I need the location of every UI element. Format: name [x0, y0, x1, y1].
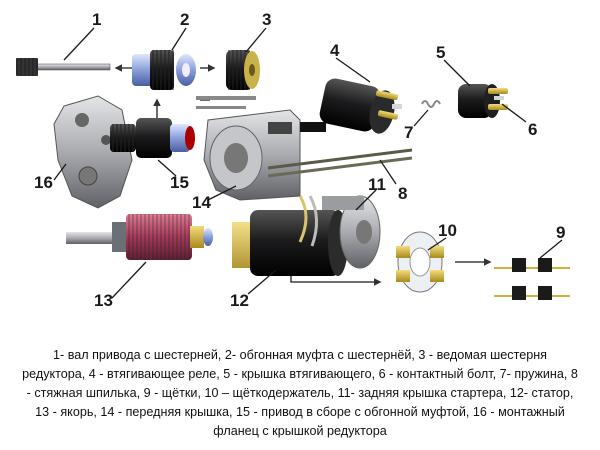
part-number-5: 5: [436, 43, 445, 62]
front-housing-part: [196, 96, 326, 201]
spring-part: [421, 100, 441, 108]
part-number-14: 14: [192, 193, 211, 212]
part-number-8: 8: [398, 184, 407, 203]
part-number-11: 11: [368, 175, 386, 194]
part-number-3: 3: [262, 10, 271, 29]
part-number-15: 15: [170, 173, 189, 192]
part-number-2: 2: [180, 10, 189, 29]
leader-lines: [53, 27, 563, 299]
drive-shaft-part: [16, 58, 111, 76]
part-number-12: 12: [230, 291, 249, 310]
part-number-6: 6: [528, 120, 537, 139]
part-number-7: 7: [404, 123, 413, 142]
part-number-10: 10: [438, 221, 457, 240]
through-bolt-part: [267, 148, 413, 178]
brush-holder-part: [396, 231, 444, 293]
solenoid-part: [319, 78, 402, 134]
part-number-9: 9: [556, 223, 565, 242]
part-number-16: 16: [34, 173, 53, 192]
parts-legend-caption: 1- вал привода с шестерней, 2- обгонная …: [22, 348, 578, 438]
rear-cover-part: [322, 195, 381, 269]
part-number-4: 4: [330, 41, 340, 60]
armature-part: [66, 214, 213, 260]
brushes-part: [494, 258, 570, 300]
overrunning-clutch-part: [132, 50, 196, 90]
driven-gear-part: [226, 50, 260, 90]
part-numbers: 1 2 3 4 5 6 7 8 9 10 11 12 13 14 15 16: [34, 10, 565, 310]
part-number-13: 13: [94, 291, 113, 310]
part-number-1: 1: [92, 10, 101, 29]
starter-exploded-diagram: 1 2 3 4 5 6 7 8 9 10 11 12 13 14 15 16: [16, 10, 570, 310]
solenoid-cover-part: [458, 84, 508, 118]
drive-assembly-part: [110, 118, 195, 158]
